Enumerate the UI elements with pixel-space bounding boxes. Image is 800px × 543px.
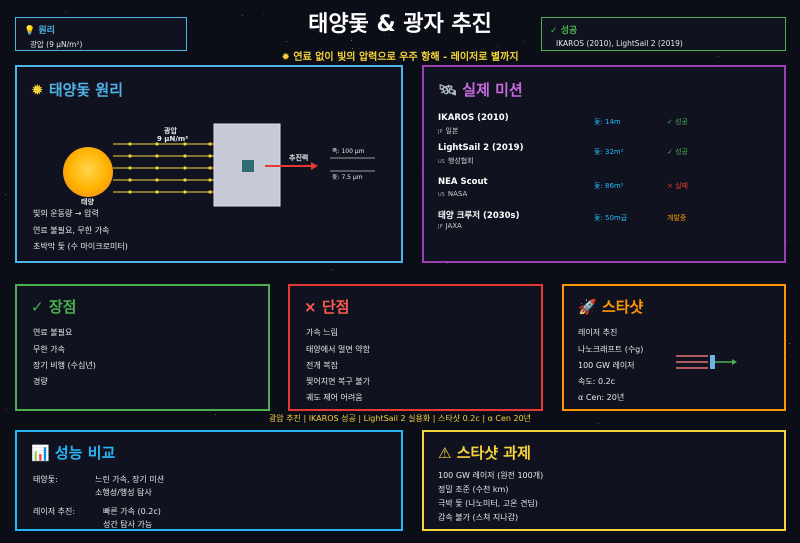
mission-status: ✓ 성공 — [667, 118, 688, 126]
laser-sail-icon — [676, 355, 737, 369]
mission-status: ✓ 성공 — [667, 148, 688, 156]
page-subtitle: ✹ 연료 없이 빛의 압력으로 우주 항해 - 레이저로 별까지 — [0, 48, 800, 63]
challenges-title: ⚠ 스타샷 과제 — [438, 444, 531, 462]
warning-icon: ⚠ — [438, 444, 452, 462]
challenge-item: 극박 돛 (나노미터, 고온 견딤) — [438, 499, 538, 508]
mission-name: 태양 크루저 (2030s) — [438, 211, 520, 221]
mission-sail-size: 돛: 86m² — [594, 182, 624, 190]
lightbulb-icon: 💡 — [24, 26, 36, 36]
check-icon: ✓ — [31, 298, 44, 316]
mission-org-name: 행성협회 — [447, 157, 474, 165]
principle-panel: ✹ 태양돛 원리 광압 9 μN/m² 추진력 폭: 100 μm 돛: 7.5… — [15, 65, 403, 263]
thrust-label: 추진력 — [289, 154, 309, 162]
mission-status: × 실패 — [667, 182, 688, 190]
challenge-item: 감속 불가 (스쳐 지나감) — [438, 513, 519, 522]
principle-title: ✹ 태양돛 원리 — [31, 81, 124, 99]
principle-point-2: 연료 불필요, 무한 가속 — [33, 226, 110, 235]
pros-item: 무한 가속 — [33, 345, 65, 354]
success-summary-title: ✓ 성공 — [550, 26, 578, 36]
payload-box — [242, 160, 254, 172]
performance-row-line: 소행성/행성 탐사 — [95, 488, 152, 497]
pros-panel: ✓ 장점 연료 불필요 무한 가속 장기 비행 (수십년) 경량 — [15, 284, 270, 411]
principle-summary-box: 💡 원리 광압 (9 μN/m²) — [15, 17, 187, 51]
cons-item: 전개 복잡 — [306, 361, 338, 370]
bar-chart-icon: 📊 — [31, 444, 50, 462]
mission-org-name: JAXA — [445, 222, 462, 230]
country-flag: JP — [438, 224, 443, 230]
thrust-arrowhead — [311, 162, 318, 170]
subtitle-text: 연료 없이 빛의 압력으로 우주 항해 - 레이저로 별까지 — [293, 52, 519, 63]
cons-title: × 단점 — [304, 298, 350, 316]
sun-icon: ✹ — [281, 52, 290, 63]
starshot-item: α Cen: 20년 — [578, 393, 625, 402]
performance-row-label: 레이저 추진: — [33, 507, 76, 516]
cross-icon: × — [304, 298, 317, 316]
principle-point-3: 초박막 돛 (수 마이크로미터) — [33, 242, 128, 251]
pros-title: ✓ 장점 — [31, 298, 77, 316]
missions-title: 🛰 실제 미션 — [438, 81, 523, 99]
starshot-title: 🚀 스타샷 — [578, 298, 644, 316]
mission-org-name: NASA — [447, 190, 468, 198]
solar-sail-diagram — [63, 123, 375, 207]
success-summary-box: ✓ 성공 IKAROS (2010), LightSail 2 (2019) — [541, 17, 786, 51]
mission-sail-size: 돛: 32m² — [594, 148, 624, 156]
pros-item: 연료 불필요 — [33, 328, 73, 337]
cons-item: 찢어지면 복구 불가 — [306, 377, 370, 386]
principle-summary-text: 광압 (9 μN/m²) — [30, 40, 83, 49]
country-flag: US — [438, 192, 445, 198]
cons-item: 가속 느림 — [306, 328, 338, 337]
rocket-icon: 🚀 — [578, 298, 597, 316]
challenge-item: 100 GW 레이저 (원전 100개) — [438, 471, 544, 480]
mission-org-name: 일본 — [445, 127, 459, 135]
performance-row-line: 느린 가속, 장기 미션 — [95, 475, 165, 484]
pros-item: 장기 비행 (수십년) — [33, 361, 96, 370]
cons-item: 태양에서 멀면 약함 — [306, 345, 370, 354]
performance-row-line: 빠른 가속 (0.2c) — [103, 507, 161, 516]
principle-summary-title: 💡 원리 — [24, 26, 55, 36]
sail-thickness-label: 돛: 7.5 μm — [332, 174, 363, 181]
mission-name: LightSail 2 (2019) — [438, 143, 524, 153]
light-rays — [113, 142, 214, 194]
starshot-item: 속도: 0.2c — [578, 377, 616, 386]
country-flag: US — [438, 159, 445, 165]
performance-title: 📊 성능 비교 — [31, 444, 116, 462]
pressure-label: 광압 — [164, 127, 177, 135]
page-title: 태양돛 & 광자 추진 — [308, 12, 492, 37]
sun-icon: ✹ — [31, 81, 44, 99]
summary-line: 광압 추진 | IKAROS 성공 | LightSail 2 실용화 | 스타… — [268, 414, 532, 423]
starshot-item: 레이저 추진 — [578, 328, 618, 337]
pressure-value: 9 μN/m² — [157, 135, 189, 143]
challenge-item: 정밀 조준 (수천 km) — [438, 485, 509, 494]
performance-row-label: 태양돛: — [33, 475, 58, 484]
challenges-panel: ⚠ 스타샷 과제 100 GW 레이저 (원전 100개) 정밀 조준 (수천 … — [422, 430, 786, 531]
cons-item: 궤도 제어 어려움 — [306, 393, 363, 402]
sun-circle — [63, 147, 113, 197]
mission-name: IKAROS (2010) — [438, 113, 509, 123]
mission-sail-size: 돛: 14m — [594, 118, 621, 126]
pros-item: 경량 — [33, 377, 48, 386]
country-flag: JP — [438, 129, 443, 135]
cons-panel: × 단점 가속 느림 태양에서 멀면 약함 전개 복잡 찢어지면 복구 불가 궤… — [288, 284, 543, 411]
principle-point-1: 빛의 운동량 → 압력 — [33, 209, 99, 218]
performance-panel: 📊 성능 비교 태양돛: 느린 가속, 장기 미션 소행성/행성 탐사 레이저 … — [15, 430, 403, 531]
check-icon: ✓ — [550, 26, 558, 36]
mission-name: NEA Scout — [438, 177, 488, 187]
starshot-item: 나노크래프트 (수g) — [578, 345, 644, 354]
mission-sail-size: 돛: 50m급 — [594, 214, 628, 222]
starshot-item: 100 GW 레이저 — [578, 361, 635, 370]
starshot-panel: 🚀 스타샷 레이저 추진 나노크래프트 (수g) 100 GW 레이저 속도: … — [562, 284, 786, 411]
width-label: 폭: 100 μm — [332, 148, 365, 155]
satellite-icon: 🛰 — [438, 81, 458, 99]
success-summary-text: IKAROS (2010), LightSail 2 (2019) — [556, 39, 683, 48]
performance-row-line: 성간 탐사 가능 — [103, 520, 153, 529]
mission-status: 개발중 — [667, 214, 687, 222]
sun-label: 태양 — [81, 198, 94, 206]
